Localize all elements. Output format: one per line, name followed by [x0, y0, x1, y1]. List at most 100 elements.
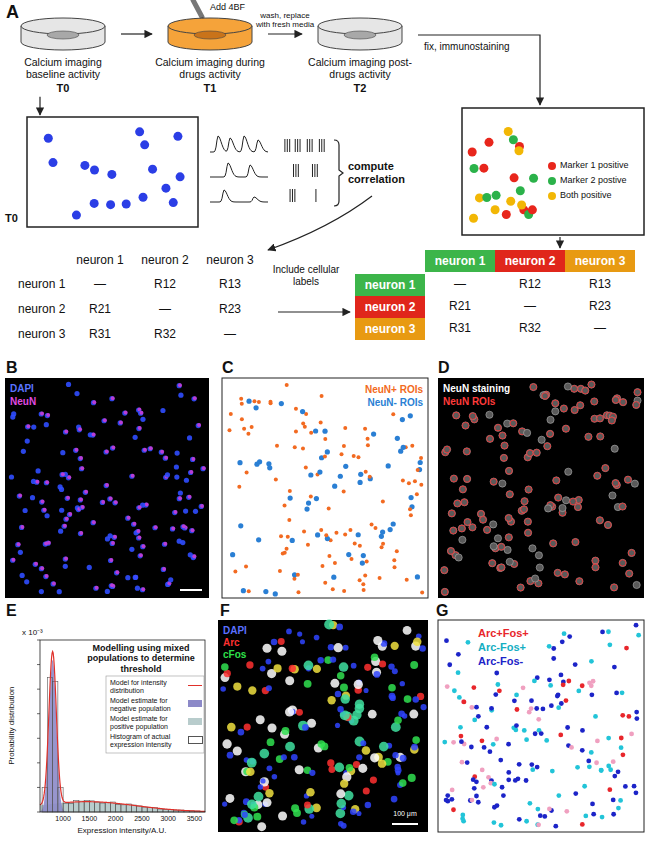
neun-cell: [462, 422, 469, 429]
roi-ring: [484, 527, 490, 533]
roi-dot: [230, 552, 235, 557]
nucleus: [67, 512, 72, 517]
cell-blob: [362, 746, 371, 755]
roi-dot: [558, 732, 563, 737]
cell-blob: [238, 729, 245, 736]
label-box: R32: [145, 328, 185, 342]
cell-blob: [267, 723, 276, 732]
neun-signal: [113, 535, 117, 539]
neun-cell: [532, 575, 539, 582]
roi-ring: [460, 486, 466, 492]
roi-ring: [561, 405, 567, 411]
roi-ring: [582, 387, 588, 393]
table-header: neuron 1: [68, 254, 132, 268]
y-tick: [37, 738, 40, 739]
cell-blob: [356, 754, 362, 760]
roi-dot: [447, 662, 452, 667]
roi-dot: [358, 472, 363, 477]
label-box: neuron 2: [18, 303, 76, 317]
nucleus: [15, 542, 20, 547]
neun-cell: [490, 521, 497, 528]
label-box: R21: [80, 303, 120, 317]
nucleus: [20, 573, 25, 578]
neun-cell: [576, 578, 583, 585]
roi-dot: [445, 793, 450, 798]
cell-blob: [258, 784, 263, 789]
nucleus: [191, 555, 196, 560]
roi-dot: [237, 460, 242, 465]
neun-signal: [17, 542, 21, 546]
cell-blob: [379, 742, 389, 752]
roi-dot: [476, 714, 481, 719]
roi-dot: [517, 817, 522, 822]
nucleus: [110, 446, 115, 451]
cell-blob: [320, 742, 328, 750]
cell-blob: [350, 808, 357, 815]
neun-signal: [92, 433, 96, 437]
label-box: R12: [145, 278, 185, 292]
roi-dot: [294, 429, 298, 433]
nucleus: [25, 424, 30, 429]
neun-signal: [40, 566, 44, 570]
label-box: 100 μm: [383, 810, 427, 818]
micrograph: [218, 620, 428, 832]
roi-dot: [465, 760, 470, 765]
legend-swatch: [188, 736, 203, 744]
nucleus: [136, 505, 141, 510]
legend-swatch: [548, 177, 556, 185]
cell-blob: [317, 657, 323, 663]
roi-dot: [590, 802, 595, 807]
roi-ring: [628, 550, 634, 556]
roi-dot: [340, 452, 344, 456]
cell-blob: [300, 639, 305, 644]
roi-ring: [613, 397, 619, 403]
neun-cell: [610, 584, 617, 591]
cell-blob: [374, 671, 381, 678]
roi-dot: [621, 752, 626, 757]
cell-blob: [394, 716, 402, 724]
cell-blob: [335, 763, 345, 773]
roi-dot: [555, 694, 560, 699]
table-cell: —: [505, 300, 555, 314]
neun-signal: [188, 495, 192, 499]
nucleus: [140, 417, 145, 422]
cell-blob: [365, 802, 371, 808]
nucleus: [168, 577, 173, 582]
label-box: NeuN staining: [443, 383, 533, 395]
roi-dot: [285, 547, 289, 551]
neun-cell: [552, 408, 559, 415]
cell-blob: [278, 638, 285, 645]
label-box: —: [505, 300, 555, 314]
flow-arrow: [39, 97, 40, 115]
nucleus: [31, 424, 36, 429]
roi-dot: [459, 739, 464, 744]
roi-dot: [569, 745, 574, 750]
roi-dot: [529, 698, 534, 703]
table-header: neuron 1: [18, 278, 76, 292]
cell-blob: [304, 802, 311, 809]
cell-blob: [286, 629, 292, 635]
step-note: compute correlation: [348, 160, 430, 185]
roi-dot: [400, 417, 405, 422]
cell-dot: [470, 164, 479, 173]
nucleus: [122, 410, 127, 415]
roi-dot: [492, 820, 497, 825]
roi-dot: [253, 405, 258, 410]
flow-arrow: [121, 33, 152, 34]
roi-dot: [565, 725, 570, 730]
legend-item: Marker 1 positive: [548, 160, 629, 171]
cell-blob: [411, 744, 418, 751]
nucleus: [140, 587, 145, 592]
table-header: neuron 3: [18, 328, 76, 342]
nucleus: [140, 544, 145, 549]
neun-signal: [68, 512, 72, 516]
neun-signal: [138, 505, 142, 509]
neun-cell: [619, 399, 626, 406]
roi-dot: [583, 813, 588, 818]
cell-blob: [260, 778, 265, 783]
nucleus: [160, 408, 165, 413]
neuron-dot: [161, 184, 170, 193]
roi-dot: [304, 466, 308, 470]
cell-blob: [246, 661, 253, 668]
roi-dot: [373, 526, 377, 530]
